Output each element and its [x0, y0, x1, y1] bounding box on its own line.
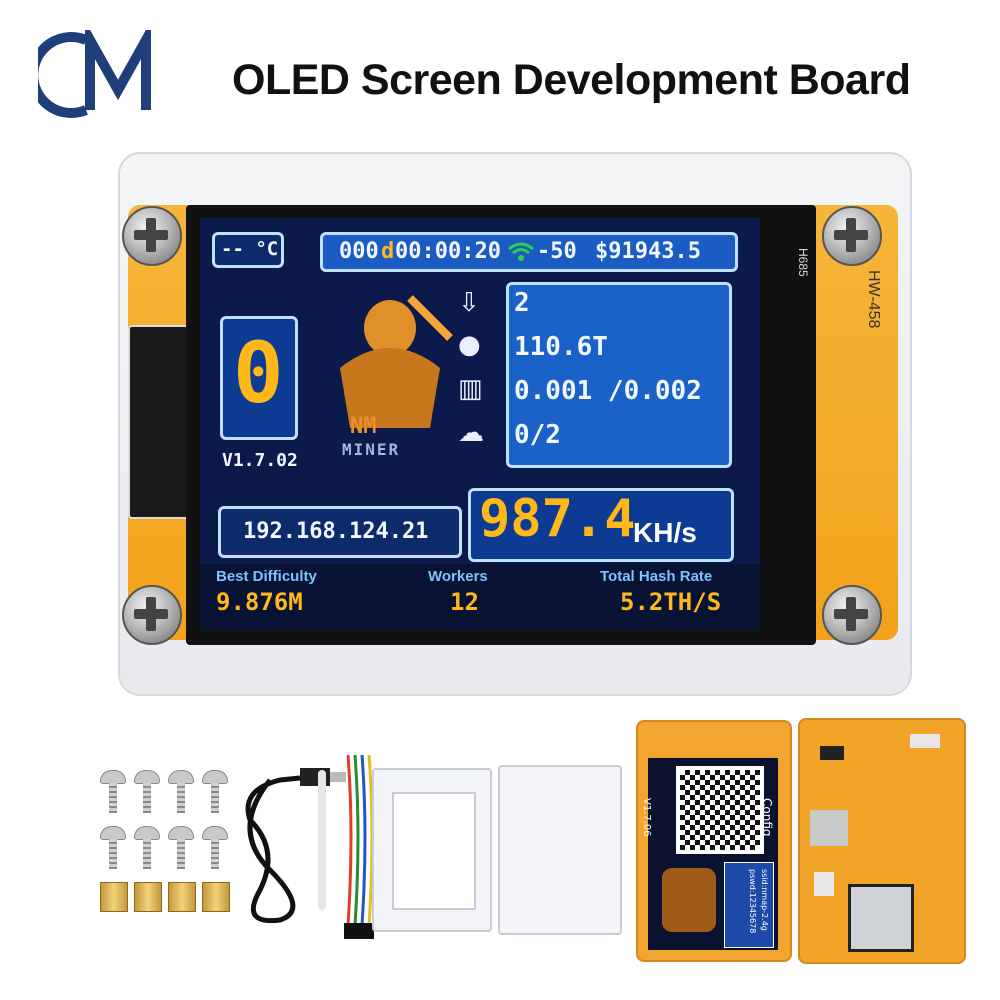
footer-label: Workers	[428, 568, 488, 585]
hashrate-value: 987.4	[479, 489, 636, 549]
footer-label: Best Difficulty	[216, 568, 317, 585]
download-icon: ⇩	[458, 288, 480, 318]
stat-value: 2	[514, 288, 530, 318]
uptime-time: 00:00:20	[395, 239, 501, 264]
version-label: V1.7.02	[222, 450, 298, 471]
wifi-icon	[508, 242, 534, 261]
usb-cable-icon	[245, 768, 346, 924]
ip-box: 192.168.124.21	[218, 506, 462, 558]
cm-logo	[38, 30, 151, 118]
miner-figure-icon	[340, 295, 453, 428]
front-miner-logo-icon	[662, 868, 716, 932]
status-bar: 000 d 00:00:20 -50 $91943.5	[320, 232, 738, 272]
chart-icon: ▥	[458, 374, 483, 404]
standoff-icon	[134, 882, 162, 912]
temp-box: -- °C	[212, 232, 284, 268]
frame-window	[392, 792, 476, 910]
screw-icon	[822, 585, 882, 645]
uptime-d: d	[381, 239, 395, 264]
globe-icon: ●	[458, 330, 481, 360]
bolt-icon	[134, 826, 160, 869]
stat-value: 0.001 /0.002	[514, 376, 702, 406]
sd-card-slot	[128, 325, 192, 519]
screw-icon	[822, 206, 882, 266]
board-front-screen: V1.7.06 Config ssid:nmap-2.4g pswd:12345…	[641, 758, 778, 950]
hashrate-unit: KH/s	[633, 517, 697, 548]
temp-value: -- °C	[221, 238, 279, 260]
standoff-icon	[202, 882, 230, 912]
screw-icon	[122, 585, 182, 645]
bolt-icon	[168, 770, 194, 813]
board-front: V1.7.06 Config ssid:nmap-2.4g pswd:12345…	[636, 720, 792, 962]
bolt-icon	[100, 826, 126, 869]
cloud-upload-icon: ☁	[458, 418, 484, 448]
jumper-wire-icon	[344, 754, 374, 939]
front-password: pswd:12345678	[748, 869, 757, 934]
board-label: HW-458	[865, 270, 882, 329]
stat-row: ● 110.6T	[458, 328, 728, 372]
block-digit: 0	[233, 324, 284, 422]
wifi-rssi: -50	[537, 239, 577, 264]
bolt-icon	[202, 770, 228, 813]
bolt-icon	[100, 770, 126, 813]
stat-row: ☁ 0/2	[458, 416, 728, 460]
stat-value: 0/2	[514, 420, 561, 450]
front-ssid: ssid:nmap-2.4g	[760, 869, 769, 931]
front-config: Config	[760, 798, 774, 837]
footer-label: Total Hash Rate	[600, 568, 713, 585]
chip-label: H685	[796, 248, 810, 277]
usb-c-port-icon	[910, 734, 940, 748]
stats-list: ⇩ 2 ● 110.6T ▥ 0.001 /0.002 ☁ 0/2	[458, 284, 728, 460]
board-back	[798, 718, 966, 964]
logo-miner: MINER	[342, 440, 401, 459]
page-title: OLED Screen Development Board	[232, 56, 911, 104]
acrylic-frame-part	[372, 768, 492, 932]
display-screen: -- °C 000 d 00:00:20 -50 $91943.5 0 V1.7…	[200, 218, 760, 630]
block-digit-box: 0	[220, 316, 298, 440]
bolt-icon	[168, 826, 194, 869]
standoff-icon	[100, 882, 128, 912]
stat-row: ⇩ 2	[458, 284, 728, 328]
uptime-days: 000	[339, 239, 379, 264]
front-version: V1.7.06	[641, 798, 652, 837]
connector-icon	[814, 872, 834, 896]
footer-value: 5.2TH/S	[620, 588, 722, 616]
footer-value: 9.876M	[216, 588, 303, 616]
esp32-module-icon	[848, 884, 914, 952]
screw-icon	[122, 206, 182, 266]
sd-slot-icon	[810, 810, 848, 846]
stats-panel	[506, 282, 732, 468]
acrylic-back-plate	[498, 765, 622, 935]
bolt-icon	[134, 770, 160, 813]
stylus-icon	[318, 770, 326, 910]
qr-code-icon	[676, 766, 764, 854]
hashrate-box: 987.4 KH/s	[468, 488, 734, 562]
bolt-icon	[202, 826, 228, 869]
btc-price: $91943.5	[595, 239, 701, 264]
standoff-icon	[168, 882, 196, 912]
chip-icon	[820, 746, 844, 760]
front-info-box: ssid:nmap-2.4g pswd:12345678	[724, 862, 774, 948]
footer-value: 12	[450, 588, 479, 616]
ip-address: 192.168.124.21	[243, 519, 429, 544]
stat-value: 110.6T	[514, 332, 608, 362]
footer-bar	[200, 564, 760, 630]
logo-nm: NM	[350, 414, 377, 439]
stat-row: ▥ 0.001 /0.002	[458, 372, 728, 416]
